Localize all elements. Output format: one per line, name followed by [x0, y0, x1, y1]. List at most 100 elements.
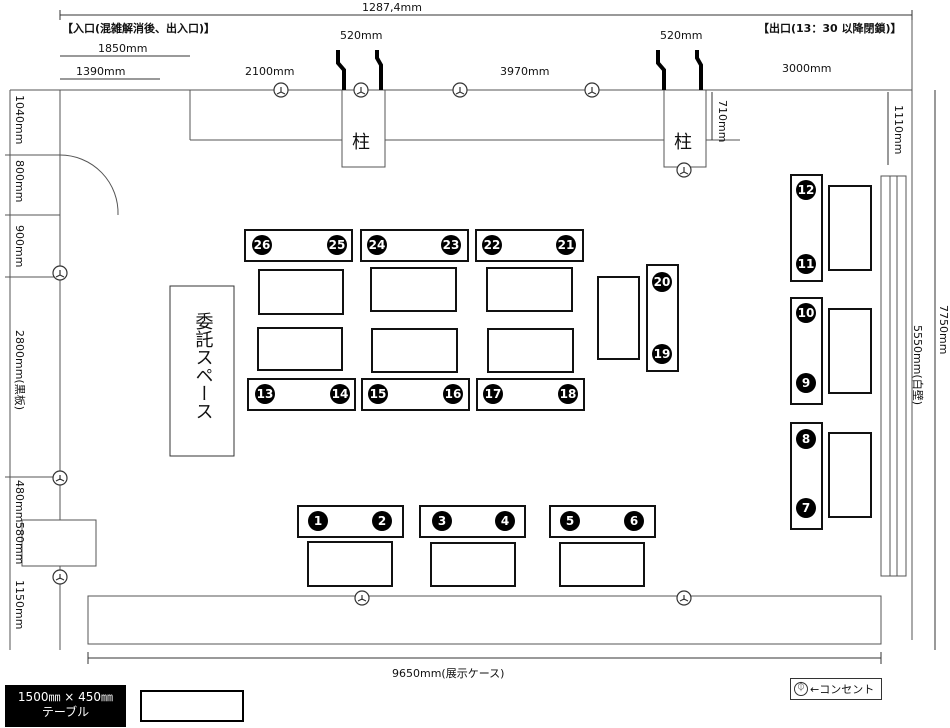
svg-text:19: 19 — [654, 347, 671, 361]
svg-text:23: 23 — [443, 238, 460, 252]
dim-3970: 3970mm — [500, 65, 549, 78]
top-total-dim: 1287,4mm — [362, 1, 422, 14]
seat-number-19: 19 — [652, 344, 672, 364]
svg-text:22: 22 — [484, 238, 501, 252]
consignment-space — [169, 285, 235, 457]
seat-number-4: 4 — [495, 511, 515, 531]
seat-numbers: 1 2 3 4 5 6 7 8 9 10 11 12 13 14 15 16 1… — [252, 180, 816, 531]
svg-text:7: 7 — [802, 501, 810, 515]
table — [307, 541, 393, 587]
door-jambs — [336, 50, 703, 90]
seat-number-16: 16 — [443, 384, 463, 404]
seat-number-3: 3 — [432, 511, 452, 531]
outlet-icon — [52, 569, 68, 585]
dim-520-right: 520mm — [660, 29, 702, 42]
dim-1850: 1850mm — [98, 42, 147, 55]
seat-number-10: 10 — [796, 303, 816, 323]
outlet-icon — [676, 590, 692, 606]
door-swing — [59, 154, 119, 216]
outlet-icon — [452, 82, 468, 98]
dim-1040: 1040mm — [13, 95, 26, 144]
dim-480: 480mm — [13, 480, 26, 522]
table — [597, 276, 640, 360]
svg-text:17: 17 — [485, 387, 502, 401]
seat-number-12: 12 — [796, 180, 816, 200]
svg-text:21: 21 — [558, 238, 575, 252]
dim-800: 800mm — [13, 160, 26, 202]
outlet-icon: ⏀ — [794, 682, 808, 696]
svg-text:11: 11 — [798, 257, 815, 271]
table — [258, 269, 344, 315]
svg-text:24: 24 — [369, 238, 386, 252]
svg-text:14: 14 — [332, 387, 349, 401]
svg-text:13: 13 — [257, 387, 274, 401]
outlet-legend: ⏀ ←コンセント — [790, 678, 882, 700]
svg-text:15: 15 — [370, 387, 387, 401]
table — [828, 308, 872, 394]
seat-number-1: 1 — [308, 511, 328, 531]
table-legend-size: 1500㎜ × 450㎜ — [17, 690, 114, 704]
dim-520-left: 520mm — [340, 29, 382, 42]
svg-text:10: 10 — [798, 306, 815, 320]
dim-5550: 5550mm(白壁) — [911, 325, 925, 405]
seat-number-22: 22 — [482, 235, 502, 255]
table — [559, 542, 645, 587]
seat-number-6: 6 — [624, 511, 644, 531]
table — [257, 327, 343, 371]
seat-number-13: 13 — [255, 384, 275, 404]
seat-number-25: 25 — [327, 235, 347, 255]
pillar-left — [341, 89, 386, 168]
dim-2100: 2100mm — [245, 65, 294, 78]
outlet-icon — [52, 470, 68, 486]
pillar-right-label: 柱 — [674, 132, 692, 153]
outlet-icon — [584, 82, 600, 98]
outlet-icon — [353, 82, 369, 98]
table-legend-label: 1500㎜ × 450㎜ テーブル — [5, 685, 126, 727]
table — [828, 432, 872, 518]
seat-number-24: 24 — [367, 235, 387, 255]
svg-text:6: 6 — [630, 514, 638, 528]
seat-number-17: 17 — [483, 384, 503, 404]
table — [430, 542, 516, 587]
svg-text:26: 26 — [254, 238, 271, 252]
svg-text:3: 3 — [438, 514, 446, 528]
dim-3000: 3000mm — [782, 62, 831, 75]
white-wall — [880, 175, 907, 577]
pillar-right — [663, 89, 707, 168]
dim-7750: 7750mm — [937, 305, 950, 354]
svg-text:18: 18 — [560, 387, 577, 401]
outlet-icon — [676, 162, 692, 178]
table — [487, 328, 574, 373]
dim-580: 580mm — [13, 522, 26, 564]
display-case — [87, 595, 882, 645]
seat-number-5: 5 — [560, 511, 580, 531]
svg-text:9: 9 — [802, 376, 810, 390]
seat-number-20: 20 — [652, 272, 672, 292]
seat-number-14: 14 — [330, 384, 350, 404]
outlet-icon — [354, 590, 370, 606]
seat-number-9: 9 — [796, 373, 816, 393]
table — [486, 267, 573, 312]
seat-number-2: 2 — [372, 511, 392, 531]
table-legend-sample — [140, 690, 244, 722]
dim-900: 900mm — [13, 225, 26, 267]
entrance-label: 【入口(混雑解消後、出入口)】 — [62, 21, 215, 35]
dim-1110: 1110mm — [892, 105, 905, 154]
svg-text:1: 1 — [314, 514, 322, 528]
exit-label: 【出口(13：30 以降閉鎖)】 — [758, 21, 902, 35]
pillar-left-label: 柱 — [352, 132, 370, 153]
left-protrusion — [21, 519, 97, 567]
svg-text:8: 8 — [802, 432, 810, 446]
table — [370, 267, 457, 312]
svg-text:25: 25 — [329, 238, 346, 252]
seat-number-7: 7 — [796, 498, 816, 518]
svg-text:5: 5 — [566, 514, 574, 528]
seat-number-23: 23 — [441, 235, 461, 255]
outlet-icon — [273, 82, 289, 98]
tables — [257, 185, 872, 587]
seat-number-26: 26 — [252, 235, 272, 255]
table — [371, 328, 458, 373]
seat-number-15: 15 — [368, 384, 388, 404]
outlet-icon — [52, 265, 68, 281]
outlets — [52, 82, 692, 606]
